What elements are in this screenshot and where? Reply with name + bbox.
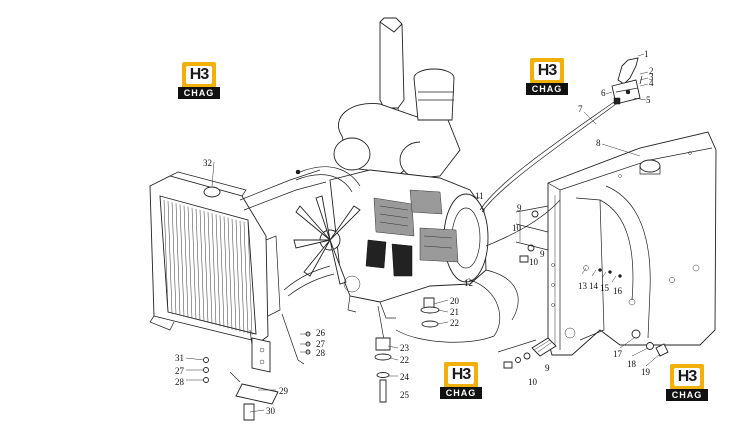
control-cables [395, 199, 561, 343]
radiator-fin [247, 223, 253, 336]
logo-glyph: H3 [451, 366, 471, 383]
brand-logo: H3 CHAG [664, 364, 710, 404]
callout-20: 20 [450, 296, 460, 306]
callout-19: 19 [641, 367, 651, 377]
radiator-fin [199, 209, 205, 322]
radiator-fin [239, 220, 245, 333]
radiator-fin [187, 206, 193, 319]
radiator-core-fins [163, 199, 253, 336]
fasteners [203, 205, 669, 421]
logo-glyph: H3 [677, 368, 697, 385]
logo-band: CHAG [666, 389, 708, 401]
callout-7: 7 [578, 104, 583, 114]
callout-24: 24 [400, 372, 410, 382]
callout-12: 12 [464, 278, 473, 288]
cooling-fan [293, 195, 361, 285]
logo-mark [182, 62, 216, 88]
callout-2: 2 [649, 66, 654, 76]
callout-21: 21 [450, 307, 459, 317]
callout-18: 18 [627, 359, 637, 369]
callout-26: 26 [316, 328, 326, 338]
callout-10: 10 [512, 223, 522, 233]
logo-glyph: H3 [537, 62, 557, 79]
radiator-fin [163, 199, 169, 313]
callout-28: 28 [175, 377, 185, 387]
callout-15: 15 [600, 283, 610, 293]
callout-27: 27 [175, 366, 185, 376]
radiator-fin [215, 214, 221, 327]
radiator-fin [167, 201, 173, 314]
callout-1: 1 [644, 49, 649, 59]
engine [283, 17, 489, 319]
callout-28: 28 [316, 348, 326, 358]
callout-30: 30 [266, 406, 276, 416]
brand-logo: H3 CHAG [176, 62, 222, 102]
radiator-fin [223, 216, 229, 329]
callout-10: 10 [529, 257, 539, 267]
engine-hood [547, 131, 717, 356]
callout-13: 13 [578, 281, 588, 291]
callout-29: 29 [279, 386, 289, 396]
callout-14: 14 [589, 281, 599, 291]
logo-mark [530, 58, 564, 84]
callout-16: 16 [613, 286, 623, 296]
brand-logo: H3 CHAG [524, 58, 570, 98]
radiator-fin [207, 212, 213, 325]
radiator-fin [171, 202, 177, 315]
radiator-fin [243, 221, 249, 335]
radiator-fin [179, 204, 185, 317]
radiator [149, 169, 327, 373]
callout-22: 22 [450, 318, 459, 328]
logo-band: CHAG [526, 83, 568, 95]
callout-8: 8 [596, 138, 601, 148]
callout-9: 9 [540, 249, 545, 259]
callout-5: 5 [646, 95, 651, 105]
callout-9: 9 [517, 203, 522, 213]
callout-4: 4 [649, 78, 654, 88]
radiator-fin [203, 210, 209, 324]
callout-3: 3 [649, 72, 654, 82]
radiator-fin [191, 207, 197, 320]
callout-22: 22 [400, 355, 409, 365]
callout-27: 27 [316, 339, 326, 349]
callout-23: 23 [400, 343, 410, 353]
callout-6: 6 [601, 88, 606, 98]
brand-logo: H3 CHAG [438, 362, 484, 402]
radiator-fin [235, 219, 241, 332]
radiator-fin [195, 208, 201, 321]
callout-25: 25 [400, 390, 410, 400]
callout-9: 9 [545, 363, 550, 373]
throttle-control [479, 57, 643, 213]
radiator-fin [183, 205, 189, 318]
logo-glyph: H3 [189, 66, 209, 83]
callout-17: 17 [613, 349, 623, 359]
callout-32: 32 [203, 158, 212, 168]
logo-mark [444, 362, 478, 388]
logo-mark [670, 364, 704, 390]
radiator-fin [211, 213, 217, 326]
radiator-fin [175, 203, 181, 316]
leader-lines [185, 53, 661, 413]
radiator-fin [227, 217, 233, 330]
logo-band: CHAG [178, 87, 220, 99]
radiator-fin [219, 215, 225, 328]
logo-band: CHAG [440, 387, 482, 399]
radiator-fin [231, 218, 237, 331]
callout-31: 31 [175, 353, 184, 363]
callout-10: 10 [528, 377, 538, 387]
callout-11: 11 [475, 191, 484, 201]
